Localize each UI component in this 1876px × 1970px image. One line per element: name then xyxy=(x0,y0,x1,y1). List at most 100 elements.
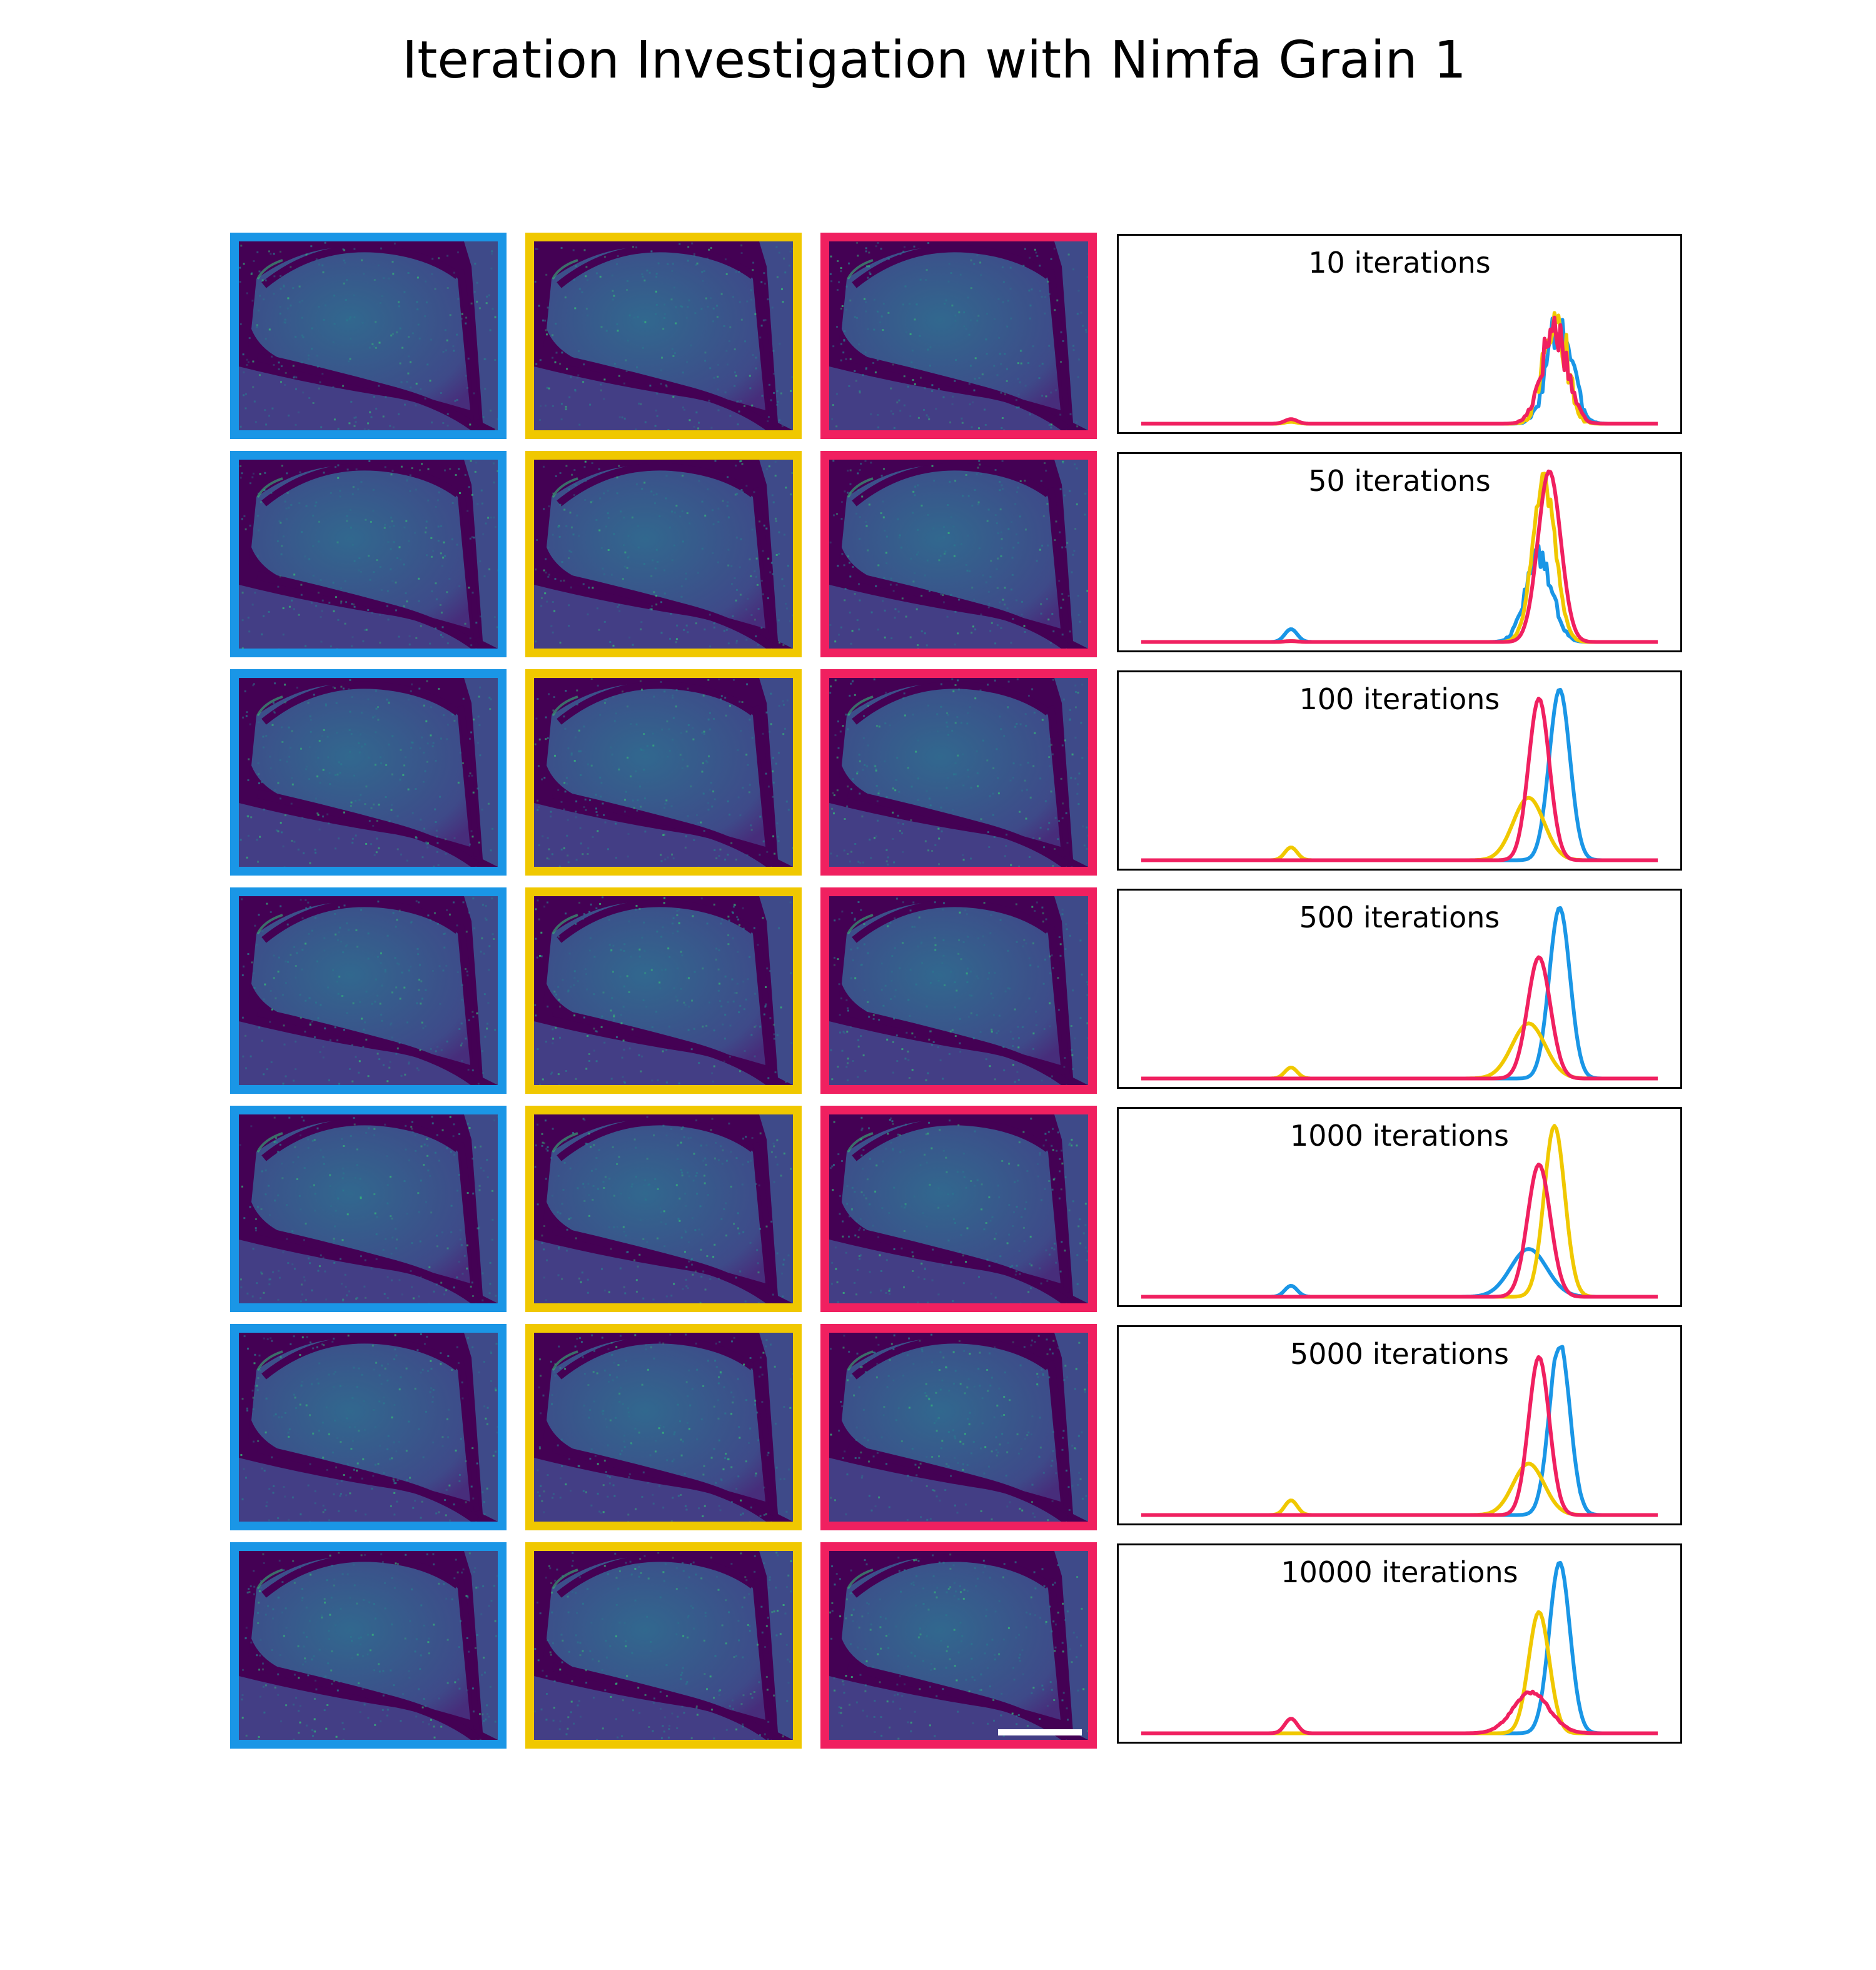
map-image xyxy=(239,241,498,430)
component-map-yellow xyxy=(525,1542,802,1749)
grain-boundary xyxy=(552,353,775,430)
iteration-label: 10000 iterations xyxy=(1281,1555,1518,1589)
spectrum-panel: 5000 iterations xyxy=(1117,1325,1682,1525)
grain-boundary xyxy=(552,1662,775,1740)
map-image xyxy=(239,1114,498,1303)
grain-region xyxy=(547,246,765,410)
scale-bar xyxy=(998,1729,1082,1735)
grain-boundary xyxy=(256,1662,480,1740)
map-image xyxy=(829,1333,1088,1522)
component-map-blue xyxy=(230,1542,507,1749)
spectrum-panel: 100 iterations xyxy=(1117,670,1682,871)
component-map-red xyxy=(820,233,1097,439)
neighbor-grain xyxy=(829,1676,1067,1740)
component-map-red xyxy=(820,1324,1097,1530)
map-texture xyxy=(241,1552,498,1740)
series-line-blue xyxy=(1141,543,1658,644)
neighbor-grain xyxy=(464,460,498,649)
edge-highlight xyxy=(847,1568,874,1589)
grain-region xyxy=(547,901,765,1065)
map-texture xyxy=(829,1553,1088,1740)
neighbor-grain xyxy=(1054,1114,1088,1303)
pore xyxy=(239,965,258,1015)
component-map-red xyxy=(820,887,1097,1094)
map-texture xyxy=(239,241,498,430)
neighbor-grain xyxy=(759,678,793,867)
pore xyxy=(239,528,258,578)
neighbor-grain xyxy=(464,1114,498,1303)
edge-highlight xyxy=(552,477,578,498)
map-texture xyxy=(534,1552,793,1740)
grain-boundary xyxy=(256,571,480,649)
map-image xyxy=(534,1551,793,1740)
spectrum-plot xyxy=(1141,1345,1658,1517)
pore xyxy=(534,965,553,1015)
spectrum-plot xyxy=(1141,1124,1658,1299)
map-texture xyxy=(534,896,793,1085)
map-texture xyxy=(240,1333,498,1522)
neighbor-grain xyxy=(1054,460,1088,649)
map-image xyxy=(534,460,793,649)
grain-boundary xyxy=(458,705,480,857)
map-image xyxy=(829,896,1088,1085)
grain-region xyxy=(251,1119,470,1283)
grain-boundary xyxy=(1048,1579,1070,1730)
grain-region xyxy=(842,901,1061,1065)
grain-boundary xyxy=(1048,1142,1070,1293)
grain-boundary xyxy=(557,1554,755,1598)
map-texture xyxy=(829,1333,1088,1522)
grain-boundary xyxy=(847,789,1070,867)
grain-boundary xyxy=(557,463,755,507)
map-texture xyxy=(535,460,793,648)
grain-region xyxy=(842,1119,1061,1283)
iteration-label: 50 iterations xyxy=(1308,464,1491,498)
grain-boundary xyxy=(261,1118,460,1161)
map-texture xyxy=(829,678,1088,867)
grain-boundary xyxy=(852,245,1051,288)
grain-region xyxy=(842,683,1061,847)
neighbor-grain xyxy=(464,896,498,1085)
pore xyxy=(534,528,553,578)
grain-boundary xyxy=(847,1444,1070,1522)
component-map-blue xyxy=(230,233,507,439)
neighbor-grain xyxy=(534,1676,772,1740)
grain-boundary xyxy=(1048,269,1070,420)
grain-region xyxy=(251,246,470,410)
pore xyxy=(829,1183,848,1233)
spectrum-plot xyxy=(1141,311,1658,426)
grain-boundary xyxy=(458,1579,480,1730)
grain-boundary xyxy=(552,789,775,867)
edge-highlight xyxy=(552,695,578,716)
edge-highlight xyxy=(847,1350,874,1371)
map-texture xyxy=(829,1116,1088,1303)
grain-region xyxy=(547,465,765,629)
neighbor-grain xyxy=(759,1333,793,1522)
grain-boundary xyxy=(261,463,460,507)
map-image xyxy=(829,460,1088,649)
neighbor-grain xyxy=(829,585,1067,649)
edge-highlight xyxy=(552,1132,578,1153)
grain-region xyxy=(547,1338,765,1502)
component-map-blue xyxy=(230,1324,507,1530)
grain-boundary xyxy=(753,1579,775,1730)
map-image xyxy=(239,896,498,1085)
grain-boundary xyxy=(852,1554,1051,1598)
neighbor-grain xyxy=(1054,1333,1088,1522)
edge-highlight xyxy=(847,477,874,498)
neighbor-grain xyxy=(239,1240,477,1303)
spectrum-plot xyxy=(1141,906,1658,1081)
grain-boundary xyxy=(847,1226,1070,1303)
series-line-red xyxy=(1141,1355,1658,1517)
neighbor-grain xyxy=(759,1114,793,1303)
neighbor-grain xyxy=(534,585,772,649)
grain-boundary xyxy=(256,1008,480,1085)
neighbor-grain xyxy=(829,1021,1067,1085)
pore xyxy=(829,965,848,1015)
neighbor-grain xyxy=(534,366,772,430)
neighbor-grain xyxy=(464,1551,498,1740)
spectrum-plot xyxy=(1141,469,1658,644)
grain-boundary xyxy=(852,463,1051,507)
grain-boundary xyxy=(557,681,755,725)
map-texture xyxy=(534,242,793,430)
neighbor-grain xyxy=(239,1676,477,1740)
